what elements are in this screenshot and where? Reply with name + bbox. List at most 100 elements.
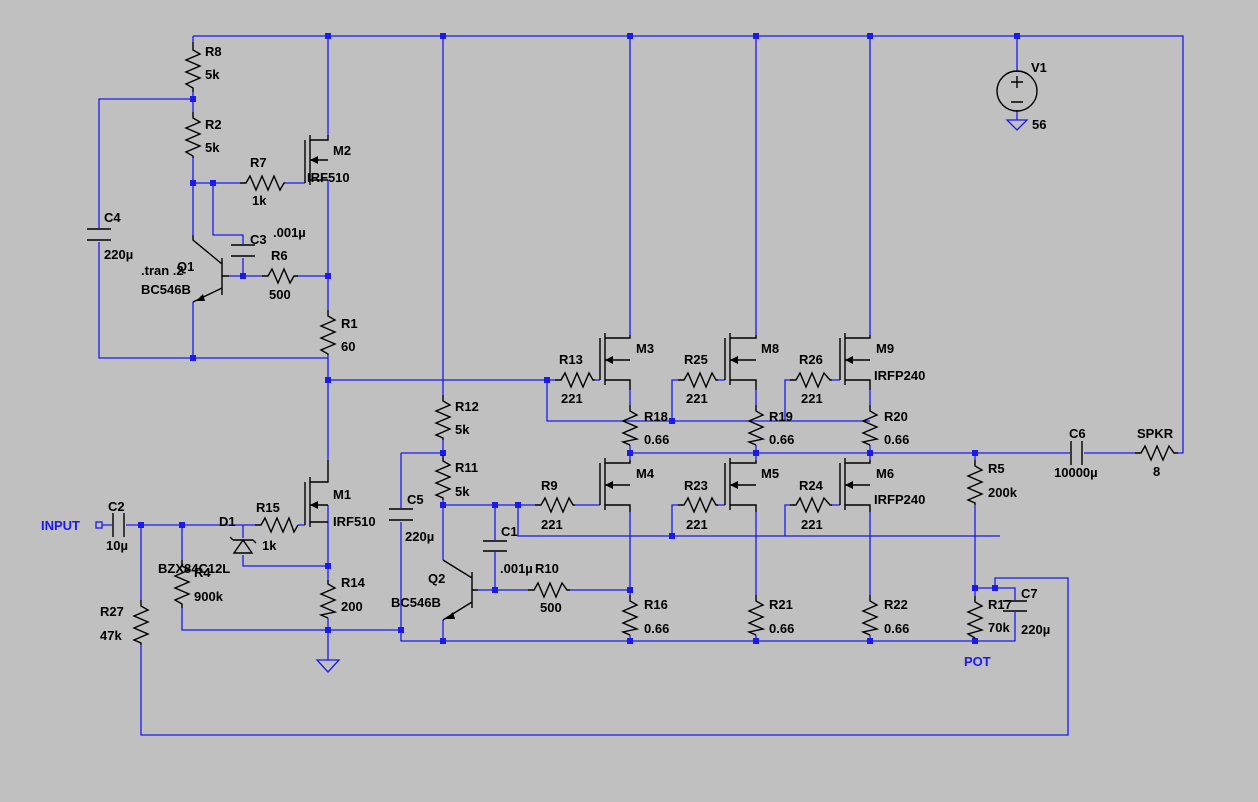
resistor-r22-symbol[interactable] [860,595,880,636]
c1-value: .001µ [500,561,533,576]
mosfet-m9-symbol[interactable] [839,333,871,390]
r5-ref: R5 [988,461,1005,476]
r16-ref: R16 [644,597,668,612]
r22-value: 0.66 [884,621,909,636]
spkr-value: 8 [1153,464,1160,479]
resistor-r17-symbol[interactable] [966,596,985,639]
m6-value: IRFP240 [874,492,925,507]
bjt-q1-symbol[interactable] [192,235,229,303]
r24-value: 221 [801,517,823,532]
resistor-r11-symbol[interactable] [434,455,452,500]
r20-value: 0.66 [884,432,909,447]
c3-value: .001µ [273,225,306,240]
mosfet-m3-symbol[interactable] [599,333,631,390]
m2-ref: M2 [333,143,351,158]
mosfet-m8-symbol[interactable] [724,333,757,390]
resistor-r4-symbol[interactable] [173,560,191,608]
r25-ref: R25 [684,352,708,367]
r12-value: 5k [455,422,470,437]
resistor-r14-symbol[interactable] [318,580,338,619]
r23-value: 221 [686,517,708,532]
voltage-source-v1-symbol[interactable] [996,70,1038,112]
spkr-ref: SPKR [1137,426,1174,441]
r22-ref: R22 [884,597,908,612]
resistor-r18-symbol[interactable] [620,405,640,446]
resistor-r1-symbol[interactable] [319,310,337,355]
r26-ref: R26 [799,352,823,367]
resistor-r12-symbol[interactable] [434,395,452,440]
resistor-r5-symbol[interactable] [966,460,984,505]
r1-value: 60 [341,339,355,354]
capacitor-c1-symbol[interactable] [483,540,507,552]
junctions [138,33,1020,644]
r27-value: 47k [100,628,122,643]
c1-ref: C1 [501,524,518,539]
m8-ref: M8 [761,341,779,356]
r1-ref: R1 [341,316,358,331]
resistor-r25-symbol[interactable] [678,371,718,389]
c5-ref: C5 [407,492,424,507]
q1-value: BC546B [141,282,191,297]
r19-value: 0.66 [769,432,794,447]
resistor-r19-symbol[interactable] [746,405,766,446]
r6-value: 500 [269,287,291,302]
resistor-r20-symbol[interactable] [860,405,880,446]
mosfet-m2-symbol[interactable] [304,135,329,185]
r4-ref: R4 [194,565,211,580]
component-labels: R8 5k R2 5k R7 1k M2 IRF510 C3 .001µ C4 … [100,44,1174,643]
capacitor-c7-symbol[interactable] [1003,600,1027,612]
capacitor-c6-symbol[interactable] [1070,441,1083,465]
resistor-r10-symbol[interactable] [528,581,570,599]
m6-ref: M6 [876,466,894,481]
r15-ref: R15 [256,500,280,515]
r18-ref: R18 [644,409,668,424]
resistor-spkr-symbol[interactable] [1135,444,1178,462]
r15-value: 1k [262,538,277,553]
r5-value: 200k [988,485,1018,500]
m9-value: IRFP240 [874,368,925,383]
c7-ref: C7 [1021,586,1038,601]
c3-ref: C3 [250,232,267,247]
bjt-q2-symbol[interactable] [442,559,478,621]
c6-ref: C6 [1069,426,1086,441]
resistor-r15-symbol[interactable] [255,516,299,534]
q2-value: BC546B [391,595,441,610]
resistor-r24-symbol[interactable] [790,496,832,514]
m5-ref: M5 [761,466,779,481]
resistor-r2-symbol[interactable] [184,112,202,158]
mosfet-m4-symbol[interactable] [599,458,631,512]
c6-value: 10000µ [1054,465,1098,480]
resistor-r13-symbol[interactable] [555,371,595,389]
r27-ref: R27 [100,604,124,619]
mosfet-m1-symbol[interactable] [304,460,329,527]
c4-ref: C4 [104,210,121,225]
resistor-r26-symbol[interactable] [790,371,832,389]
r8-ref: R8 [205,44,222,59]
capacitor-c2-symbol[interactable] [112,513,125,537]
q2-ref: Q2 [428,571,445,586]
d1-value: BZX84C12L [158,561,230,576]
mosfet-m6-symbol[interactable] [839,458,871,512]
capacitor-c5-symbol[interactable] [389,508,413,521]
m4-ref: M4 [636,466,655,481]
resistor-r7-symbol[interactable] [240,174,285,192]
capacitor-c4-symbol[interactable] [87,228,111,241]
r7-ref: R7 [250,155,267,170]
tran-directive: .tran .2 [141,263,184,278]
resistor-r6-symbol[interactable] [262,267,298,285]
resistor-r9-symbol[interactable] [535,496,575,514]
zener-d1-symbol[interactable] [229,536,257,554]
net-labels: INPUT POT [41,518,991,669]
c2-value: 10µ [106,538,128,553]
r23-ref: R23 [684,478,708,493]
resistor-r23-symbol[interactable] [678,496,718,514]
resistor-r16-symbol[interactable] [620,595,640,636]
resistor-r8-symbol[interactable] [184,42,202,92]
resistor-r27-symbol[interactable] [132,600,150,645]
resistor-r21-symbol[interactable] [746,595,766,636]
capacitor-c3-symbol[interactable] [231,244,255,257]
mosfet-m5-symbol[interactable] [724,458,757,512]
m1-value: IRF510 [333,514,376,529]
r25-value: 221 [686,391,708,406]
d1-ref: D1 [219,514,236,529]
